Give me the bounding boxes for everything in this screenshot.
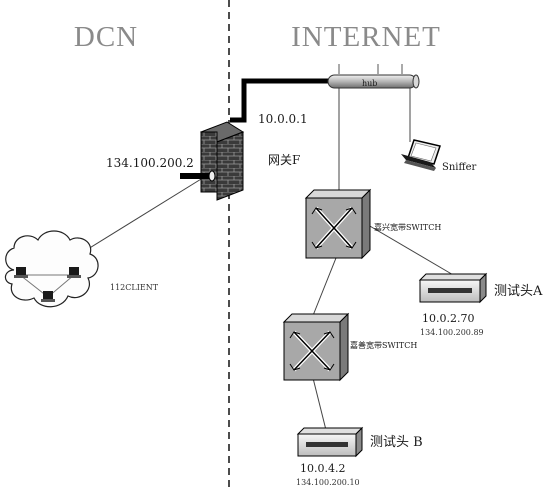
firewall-icon <box>180 121 245 201</box>
sniffer-label: Sniffer <box>442 162 477 173</box>
laptop-icon <box>41 291 55 302</box>
zone-label-internet: INTERNET <box>291 21 441 53</box>
switch-1-label: 嘉兴宽带SWITCH <box>374 222 441 232</box>
gateway-name: 网关F <box>268 153 300 167</box>
probe-device-icon <box>296 426 364 458</box>
link-switch2-probeB <box>311 373 327 431</box>
hub <box>327 64 420 89</box>
switch-icon <box>304 188 372 260</box>
zone-label-dcn: DCN <box>74 21 138 53</box>
probe-a-ip-public: 134.100.200.89 <box>420 328 484 337</box>
probe-a-ip-private: 10.0.2.70 <box>422 312 474 325</box>
client-label: 112CLIENT <box>110 283 159 292</box>
laptop-icon <box>14 267 28 278</box>
probe-b-name: 测试头 B <box>370 435 423 450</box>
gateway-ip-inside: 10.0.0.1 <box>258 112 308 126</box>
gateway-uplink-cable <box>230 78 330 123</box>
probe-b-ip-public: 134.100.200.10 <box>296 478 360 487</box>
probe-device-icon <box>418 272 488 304</box>
link-switch1-probeA <box>362 221 456 277</box>
gateway-ip-outside: 134.100.200.2 <box>106 156 194 170</box>
laptop-icon <box>401 139 441 171</box>
switch-2-label: 嘉善宽带SWITCH <box>350 340 417 350</box>
client-cloud <box>4 230 99 308</box>
hub-label: hub <box>362 79 377 88</box>
laptop-icon <box>67 267 81 278</box>
switch-icon <box>282 312 350 382</box>
probe-a-name: 测试头A <box>494 284 543 299</box>
link-lines <box>66 88 456 431</box>
link-switch1-switch2 <box>311 247 341 319</box>
probe-b-ip-private: 10.0.4.2 <box>300 462 345 475</box>
